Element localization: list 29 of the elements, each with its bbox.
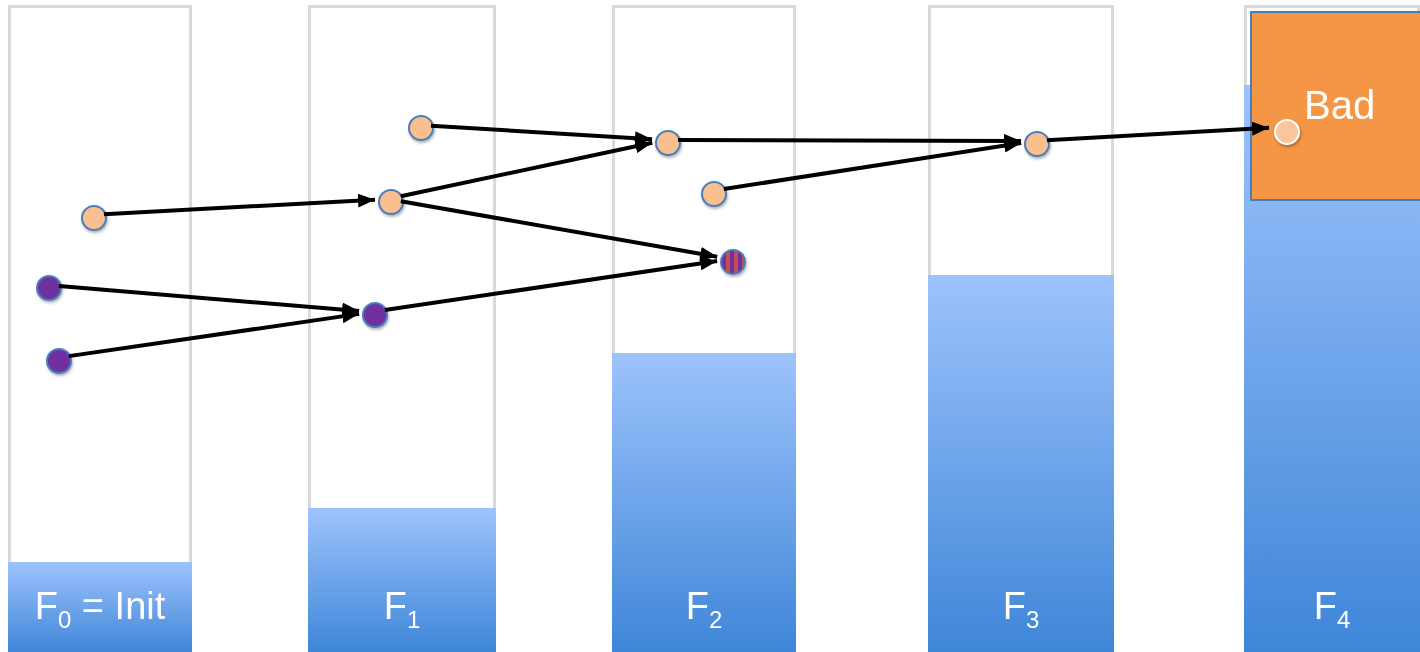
bad-region	[1250, 11, 1420, 201]
arrow	[400, 139, 653, 199]
arrow	[68, 309, 360, 359]
frame-column	[928, 5, 1114, 652]
state-dot	[1274, 119, 1300, 145]
frame-label: F$_{1}$	[382, 584, 422, 635]
arrow	[1046, 121, 1270, 143]
state-dot	[362, 302, 388, 328]
frame-column	[1244, 5, 1420, 652]
state-dot	[655, 130, 681, 156]
frame-label: F$_{2}$	[684, 584, 724, 635]
frame-label: F$_{4}$	[1312, 584, 1352, 635]
state-dot	[408, 115, 434, 141]
arrow	[103, 193, 376, 217]
frame-label: F$_{3}$	[1001, 584, 1041, 635]
arrow	[384, 256, 718, 313]
state-dot	[720, 249, 746, 275]
frame-label: F$_{0}$ = Init	[33, 584, 167, 635]
state-dot	[81, 205, 107, 231]
state-dot	[701, 181, 727, 207]
frame-column	[612, 5, 796, 652]
state-dot	[1024, 131, 1050, 157]
region-label: Bad	[1304, 83, 1376, 127]
state-dot	[36, 275, 62, 301]
frame-column	[308, 5, 496, 652]
state-dot	[46, 348, 72, 374]
arrow	[400, 199, 718, 261]
frame-column	[8, 5, 192, 652]
state-dot	[378, 189, 404, 215]
